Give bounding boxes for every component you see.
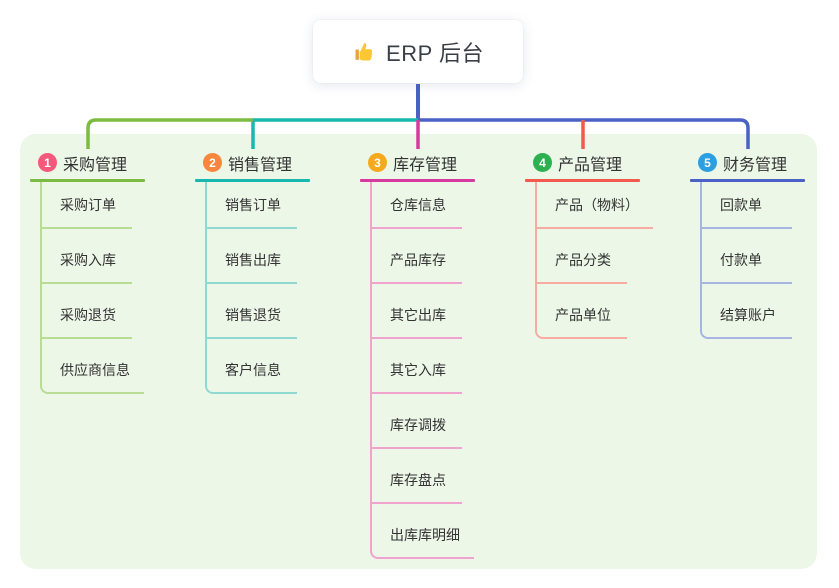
branch-underline (690, 179, 805, 182)
branch-title: 产品管理 (558, 156, 623, 174)
child-title: 库存调拨 (390, 417, 446, 433)
branch-children: 仓库信息产品库存其它出库其它入库库存调拨库存盘点出库库明细 (370, 182, 525, 559)
branch-number-badge: 1 (38, 153, 57, 172)
child-title: 销售退货 (225, 307, 281, 323)
branch-children: 销售订单销售出库销售退货客户信息 (205, 182, 360, 394)
child-title: 库存盘点 (390, 472, 446, 488)
child-title: 回款单 (720, 197, 762, 213)
child-node[interactable]: 销售订单 (205, 182, 297, 229)
branch-销售管理: 2 销售管理销售订单销售出库销售退货客户信息 (195, 146, 360, 394)
child-node[interactable]: 回款单 (700, 182, 792, 229)
child-title: 其它出库 (390, 307, 446, 323)
child-node[interactable]: 产品库存 (370, 229, 462, 284)
child-title: 客户信息 (225, 362, 281, 378)
child-node[interactable]: 付款单 (700, 229, 792, 284)
child-title: 采购订单 (60, 197, 116, 213)
child-title: 产品单位 (555, 307, 611, 323)
branch-number-badge: 4 (533, 153, 552, 172)
child-node[interactable]: 产品分类 (535, 229, 627, 284)
child-title: 产品分类 (555, 252, 611, 268)
branch-number-badge: 3 (368, 153, 387, 172)
branch-underline (30, 179, 145, 182)
root-node[interactable]: ERP 后台 (313, 20, 523, 83)
branch-title: 销售管理 (228, 156, 293, 174)
child-node[interactable]: 销售退货 (205, 284, 297, 339)
child-title: 出库库明细 (390, 527, 460, 543)
child-title: 采购退货 (60, 307, 116, 323)
child-title: 结算账户 (720, 307, 776, 323)
branch-库存管理: 3 库存管理仓库信息产品库存其它出库其它入库库存调拨库存盘点出库库明细 (360, 146, 525, 559)
branch-title: 库存管理 (393, 156, 458, 174)
branch-采购管理: 1 采购管理采购订单采购入库采购退货供应商信息 (30, 146, 195, 394)
child-node[interactable]: 供应商信息 (40, 339, 144, 394)
child-node[interactable]: 仓库信息 (370, 182, 462, 229)
child-node[interactable]: 结算账户 (700, 284, 792, 339)
branch-number-badge: 5 (698, 153, 717, 172)
child-node[interactable]: 产品（物料） (535, 182, 653, 229)
child-node[interactable]: 采购订单 (40, 182, 132, 229)
branch-title: 财务管理 (723, 156, 788, 174)
branch-number-badge: 2 (203, 153, 222, 172)
child-node[interactable]: 采购退货 (40, 284, 132, 339)
child-title: 产品（物料） (555, 197, 639, 213)
branch-underline (360, 179, 475, 182)
mindmap-panel (20, 134, 817, 569)
child-node[interactable]: 库存调拨 (370, 394, 462, 449)
child-title: 产品库存 (390, 252, 446, 268)
child-node[interactable]: 出库库明细 (370, 504, 474, 559)
child-node[interactable]: 销售出库 (205, 229, 297, 284)
child-node[interactable]: 采购入库 (40, 229, 132, 284)
child-node[interactable]: 库存盘点 (370, 449, 462, 504)
branch-underline (525, 179, 640, 182)
child-node[interactable]: 其它入库 (370, 339, 462, 394)
branch-财务管理: 5 财务管理回款单付款单结算账户 (690, 146, 839, 339)
branch-node[interactable]: 3 库存管理 (360, 146, 525, 179)
branch-产品管理: 4 产品管理产品（物料） 产品分类产品单位 (525, 146, 690, 339)
branch-children: 采购订单采购入库采购退货供应商信息 (40, 182, 195, 394)
branch-children: 回款单付款单结算账户 (700, 182, 839, 339)
branch-node[interactable]: 5 财务管理 (690, 146, 839, 179)
branch-children: 产品（物料） 产品分类产品单位 (535, 182, 690, 339)
branch-title: 采购管理 (63, 156, 128, 174)
branch-underline (195, 179, 310, 182)
child-title: 其它入库 (390, 362, 446, 378)
child-node[interactable]: 其它出库 (370, 284, 462, 339)
child-node[interactable]: 客户信息 (205, 339, 297, 394)
child-title: 销售出库 (225, 252, 281, 268)
child-title: 采购入库 (60, 252, 116, 268)
child-title: 仓库信息 (390, 197, 446, 213)
child-title: 付款单 (720, 252, 762, 268)
root-title: ERP 后台 (386, 40, 484, 66)
branch-node[interactable]: 4 产品管理 (525, 146, 690, 179)
branch-node[interactable]: 1 采购管理 (30, 146, 195, 179)
child-title: 供应商信息 (60, 362, 130, 378)
child-node[interactable]: 产品单位 (535, 284, 627, 339)
branch-node[interactable]: 2 销售管理 (195, 146, 360, 179)
thumbs-up-icon (352, 40, 376, 64)
child-title: 销售订单 (225, 197, 281, 213)
